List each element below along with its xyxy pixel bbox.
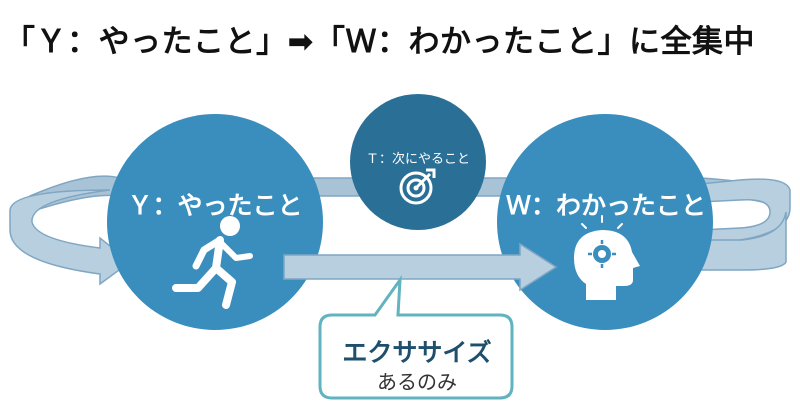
y-circle	[107, 114, 323, 330]
t-circle	[350, 94, 486, 230]
t-label: Ｔ：次にやること	[365, 152, 470, 167]
running-person-icon	[172, 216, 253, 309]
callout-main-text: エクササイズ	[342, 338, 492, 367]
y-to-w-arrow	[283, 242, 558, 292]
page-title: 「Ｙ：やったこと」➡「Ｗ：わかったこと」に全集中	[4, 24, 755, 60]
w-circle	[497, 114, 713, 330]
callout-sub-text: あるのみ	[377, 370, 457, 394]
w-label: Ｗ：わかったこと	[505, 191, 706, 220]
y-label: Ｙ：やったこと	[127, 191, 303, 220]
cycle-left-arrow	[9, 189, 132, 286]
target-icon	[399, 168, 436, 205]
head-lightbulb-icon	[574, 215, 640, 300]
callout-box	[318, 274, 514, 400]
